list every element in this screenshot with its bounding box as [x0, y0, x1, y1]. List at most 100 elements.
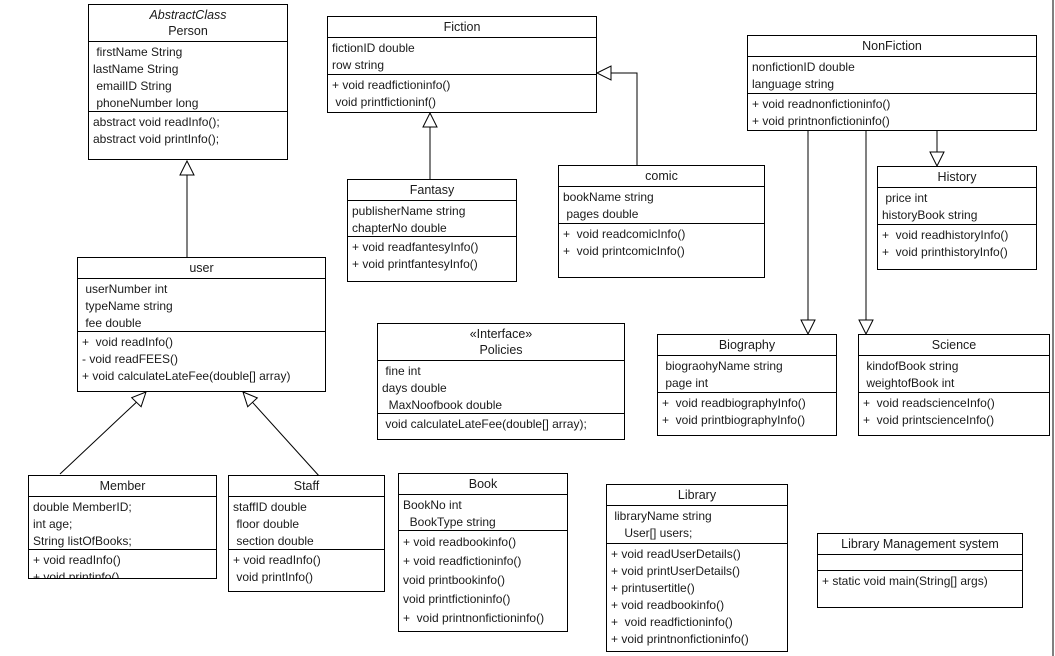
member-line: MaxNoofbook double [382, 398, 503, 412]
member-line: + void printscienceInfo() [863, 413, 995, 427]
member-line: libraryName string [611, 509, 712, 523]
member-line: bookName string [563, 190, 654, 204]
member-line: + static void main(String[] args) [822, 574, 988, 588]
class-name: Member [99, 479, 146, 493]
member-line: publisherName string [352, 204, 466, 218]
member-line: price int [882, 191, 928, 205]
class-attributes: biograohyName string page int [658, 356, 836, 393]
class-name: user [189, 261, 214, 275]
class-biography[interactable]: Biography biograohyName string page int … [657, 334, 837, 436]
member-line: + void readUserDetails() [611, 547, 741, 561]
member-line: chapterNo double [352, 221, 447, 235]
member-line: row string [332, 58, 385, 72]
class-methods: + void readbiographyInfo()+ void printbi… [658, 393, 836, 435]
member-line: + void readscienceInfo() [863, 396, 995, 410]
generalization-arrow-icon [179, 159, 195, 176]
member-line: pages double [563, 207, 639, 221]
class-staff[interactable]: Staff staffID double floor double sectio… [228, 475, 385, 592]
class-methods: + void readfantesyInfo() + void printfant… [348, 237, 516, 281]
class-name: Science [931, 338, 977, 352]
member-line: abstract void printInfo(); [93, 132, 220, 146]
member-line: page int [662, 376, 709, 390]
member-line: + void printfantesyInfo() [352, 257, 478, 271]
class-stereotype: AbstractClass [149, 8, 227, 22]
member-line: void calculateLateFee(double[] array); [382, 417, 587, 431]
member-line: + void readhistoryInfo() [882, 228, 1009, 242]
edge-member-user [59, 401, 137, 475]
member-line: + void printcomicInfo() [563, 244, 685, 258]
class-library-management-system[interactable]: Library Management system + static void … [817, 533, 1023, 608]
class-name: Library [677, 488, 717, 502]
member-line: - void readFEES() [82, 352, 179, 366]
generalization-arrow-icon [800, 319, 816, 336]
member-line: floor double [233, 517, 300, 531]
member-line: + void printhistoryInfo() [882, 245, 1008, 259]
class-comic[interactable]: comic bookName string pages double + voi… [558, 165, 765, 278]
member-line: + printusertitle() [611, 581, 695, 595]
class-science[interactable]: Science kindofBook string weightofBook i… [858, 334, 1050, 436]
member-line: phoneNumber long [93, 96, 199, 110]
class-user[interactable]: user userNumber int typeName string fee … [77, 257, 326, 392]
generalization-arrow-icon [242, 391, 259, 408]
class-methods: + void readInfo() - void readFEES() + void… [78, 332, 325, 391]
class-methods: + void readcomicInfo() + void printcomicI… [559, 224, 764, 277]
class-methods: + void readInfo() void printInfo() [229, 550, 384, 591]
class-attributes: userNumber int typeName string fee doubl… [78, 279, 325, 332]
member-line: String listOfBooks; [33, 534, 132, 548]
class-methods: + void readUserDetails()+ void printUser… [607, 544, 787, 651]
class-methods: abstract void readInfo();abstract void p… [89, 112, 287, 159]
member-line: kindofBook string [863, 359, 959, 373]
member-line: User[] users; [611, 526, 693, 540]
class-name: comic [645, 169, 678, 183]
class-book[interactable]: Book BookNo int BookType string + void r… [398, 473, 568, 632]
member-line: int age; [33, 517, 73, 531]
member-line: + void readcomicInfo() [563, 227, 686, 241]
class-name: Person [168, 24, 208, 38]
member-line: + void readInfo() [82, 335, 174, 349]
member-line: section double [233, 534, 314, 548]
member-line: staffID double [233, 500, 307, 514]
class-attributes: libraryName string User[] users; [607, 506, 787, 544]
member-line: + void printinfo() [33, 570, 120, 578]
member-line: emailID String [93, 79, 172, 93]
class-methods: void calculateLateFee(double[] array); [378, 414, 624, 439]
class-library[interactable]: Library libraryName string User[] users;… [606, 484, 788, 652]
member-line: void printfictioninfo() [403, 592, 511, 606]
class-attributes: publisherName string chapterNo double [348, 201, 516, 237]
member-line: + void readfictioninfo() [611, 615, 733, 629]
class-member[interactable]: Member double MemberID; int age; String li… [28, 475, 217, 579]
edge-staff-user [252, 401, 321, 478]
member-line: language string [752, 77, 835, 91]
member-line: days double [382, 381, 447, 395]
class-attributes: staffID double floor double section doub… [229, 497, 384, 550]
member-line: + void readfantesyInfo() [352, 240, 479, 254]
member-line: + void printnonfictioninfo() [403, 611, 545, 625]
class-stereotype: «Interface» [469, 327, 533, 341]
generalization-arrow-icon [858, 319, 874, 336]
generalization-arrow-icon [595, 65, 612, 81]
member-line: userNumber int [82, 282, 168, 296]
class-name: Fiction [443, 20, 481, 34]
member-line: biograohyName string [662, 359, 783, 373]
member-line: + void readInfo() [233, 553, 321, 567]
generalization-arrow-icon [422, 111, 438, 128]
member-line: + void readfictioninfo() [332, 78, 451, 92]
class-attributes: double MemberID; int age; String listOfBoo… [29, 497, 216, 550]
class-methods: + void readfictioninfo() void printficti… [328, 75, 596, 112]
class-name: History [937, 170, 977, 184]
member-line: weightofBook int [863, 376, 955, 390]
member-line: + void calculateLateFee(double[] array) [82, 369, 291, 383]
member-line: double MemberID; [33, 500, 132, 514]
